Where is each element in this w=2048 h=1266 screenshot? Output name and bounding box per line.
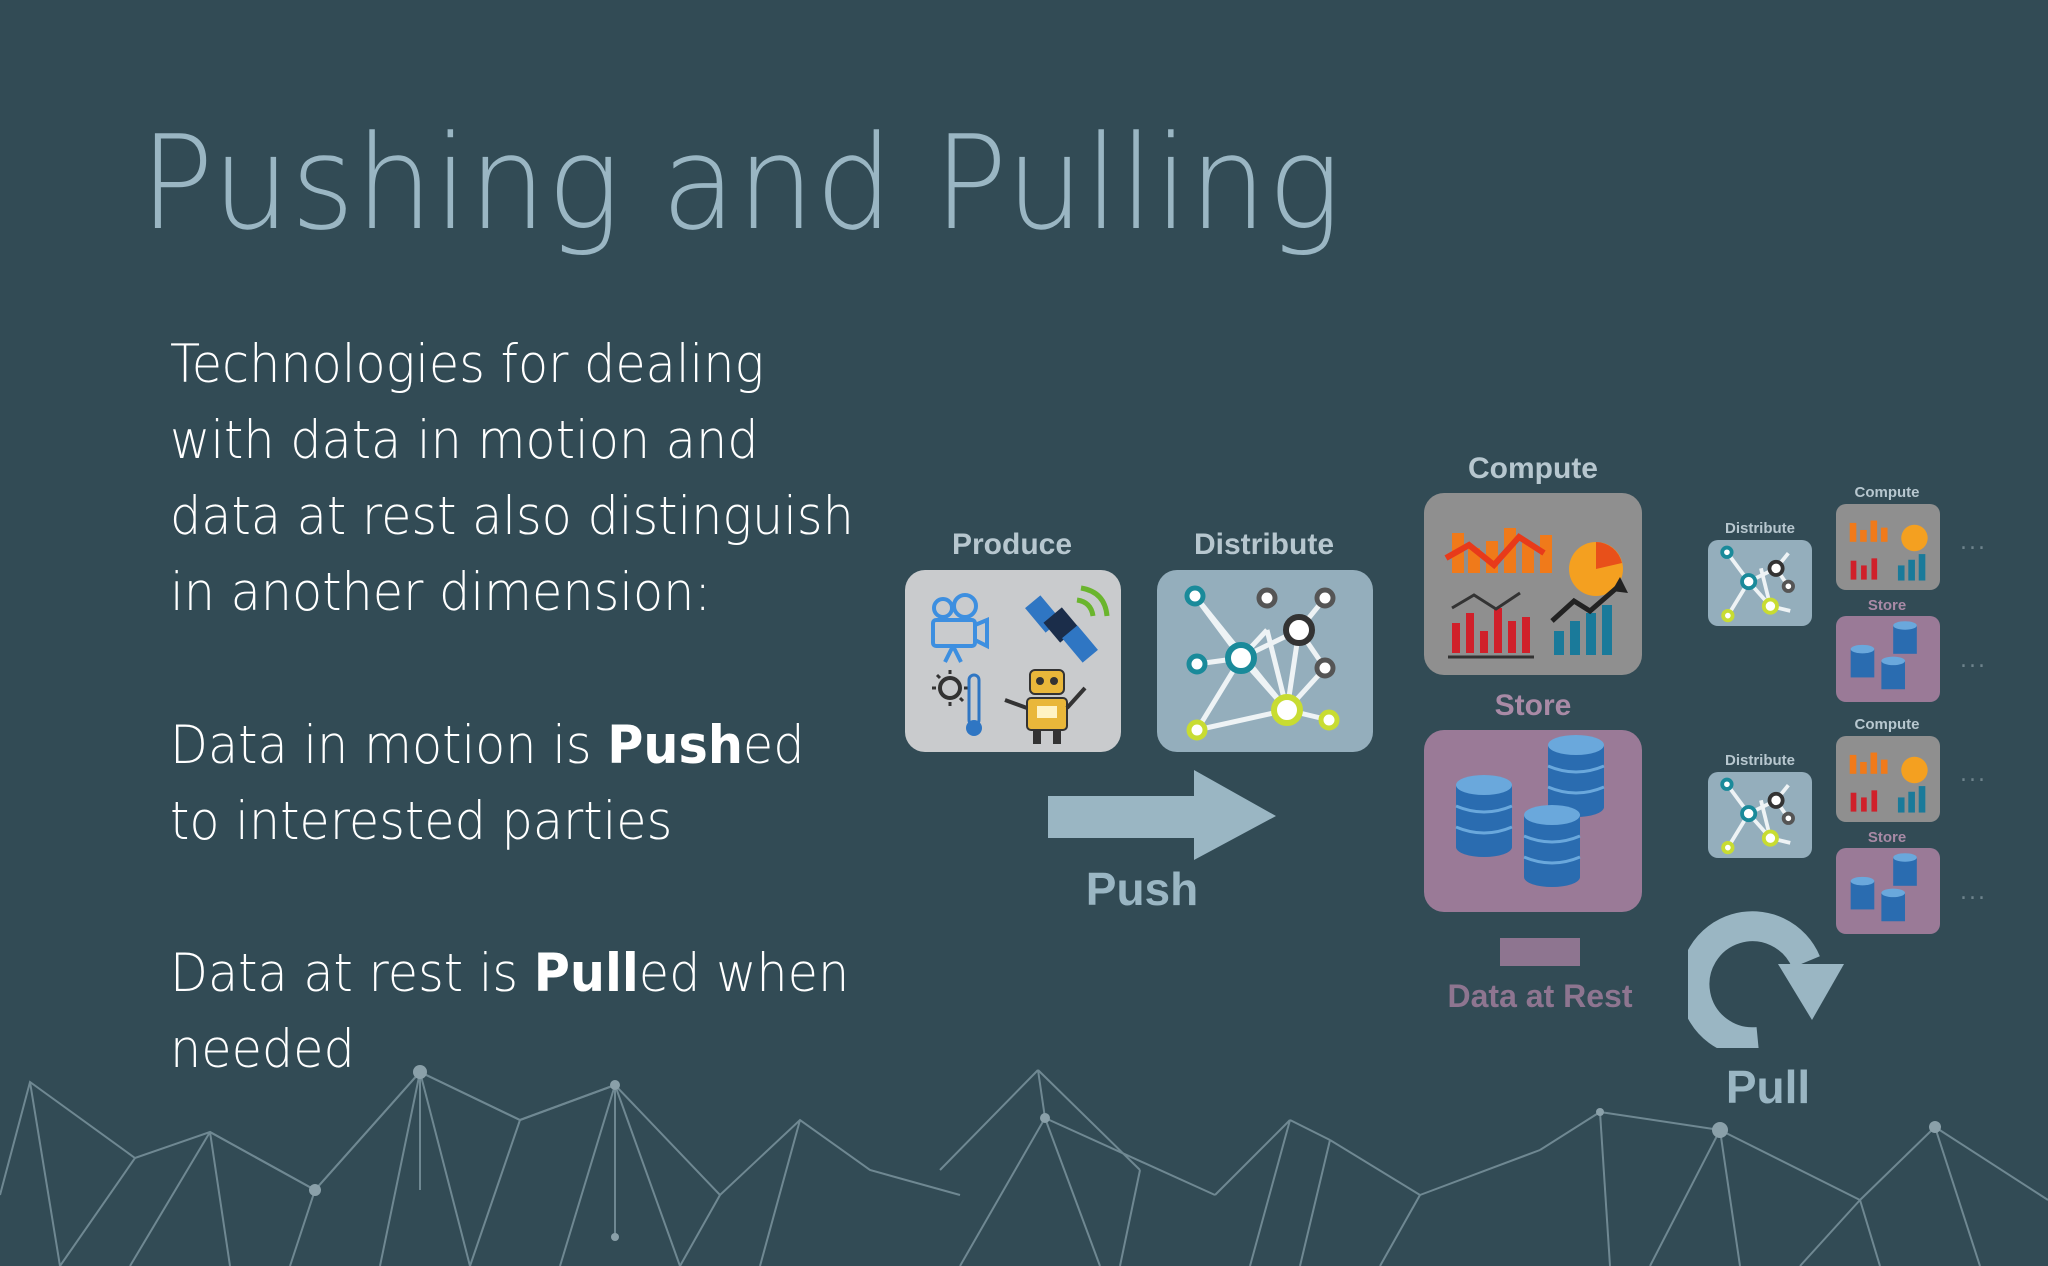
page-title: Pushing and Pulling [140, 107, 1342, 259]
pull-label: Pull [1725, 1061, 1811, 1113]
distribute-box [1157, 570, 1373, 752]
intro-line-1: Technologies for dealing [170, 334, 765, 395]
analytics-charts-icon [1849, 520, 1928, 581]
database-icon [1547, 735, 1605, 817]
pull-keyword: Pull [533, 943, 639, 1004]
pull-line-1-suffix: ed when [638, 943, 850, 1004]
data-at-rest-bar [1500, 938, 1580, 966]
mini-compute-box-2 [1836, 736, 1940, 822]
mini-compute-box-1 [1836, 504, 1940, 590]
analytics-charts-icon [1849, 752, 1928, 813]
mini-store-label-2: Store [1867, 829, 1907, 846]
mini-distribute-box-2 [1708, 772, 1812, 858]
ellipsis: ... [1960, 530, 1987, 555]
intro-paragraph: Technologies for dealing with data in mo… [170, 327, 854, 631]
push-line-1-suffix: ed [742, 715, 805, 776]
ellipsis: ... [1960, 880, 1987, 905]
push-label: Push [1085, 863, 1199, 915]
push-line-2: to interested parties [170, 791, 673, 852]
distribute-label: Distribute [1193, 528, 1335, 561]
intro-line-2: with data in motion and [170, 410, 759, 471]
pull-paragraph: Data at rest is Pulled when needed [170, 936, 849, 1088]
mini-distribute-label-1: Distribute [1724, 520, 1796, 537]
store-box [1424, 730, 1642, 912]
analytics-charts-icon [1444, 528, 1628, 659]
robot-icon [1004, 669, 1087, 744]
pull-line-2: needed [170, 1019, 355, 1080]
mini-compute-label-2: Compute [1854, 716, 1920, 733]
mini-store-box-2 [1836, 848, 1940, 934]
mini-compute-label-1: Compute [1854, 484, 1920, 501]
push-line-1: Data in motion is Pushed [170, 708, 805, 784]
produce-box [905, 570, 1121, 752]
database-icon [1523, 805, 1581, 887]
ellipsis: ... [1960, 648, 1987, 673]
produce-label: Produce [951, 528, 1073, 561]
network-graph-icon [1720, 545, 1795, 623]
push-keyword: Push [607, 715, 743, 776]
mini-store-label-1: Store [1867, 597, 1907, 614]
intro-line-4: in another dimension: [170, 562, 711, 623]
thermometer-icon [932, 670, 982, 736]
network-graph-icon [1720, 777, 1795, 855]
compute-label: Compute [1468, 452, 1598, 485]
push-arrow-icon [1048, 770, 1276, 860]
database-cylinders-icon [1850, 621, 1917, 690]
database-cylinders-icon [1850, 853, 1917, 922]
data-at-rest-label: Data at Rest [1447, 978, 1633, 1014]
push-line-1-prefix: Data in motion is [170, 715, 608, 776]
pull-line-1: Data at rest is Pulled when [170, 936, 849, 1012]
mini-distribute-box-1 [1708, 540, 1812, 626]
produce-sources-icon [931, 585, 1110, 744]
push-paragraph: Data in motion is Pushed to interested p… [170, 708, 805, 860]
network-graph-icon [1184, 585, 1340, 741]
ellipsis: ... [1960, 762, 1987, 787]
database-icon [1455, 775, 1513, 857]
satellite-icon [1025, 585, 1110, 663]
intro-line-3: data at rest also distinguish [170, 486, 854, 547]
pull-line-1-prefix: Data at rest is [170, 943, 534, 1004]
mini-store-box-1 [1836, 616, 1940, 702]
compute-box [1424, 493, 1642, 675]
database-cylinders-icon [1455, 735, 1605, 887]
pull-circular-arrow-icon [1688, 911, 1844, 1048]
store-label: Store [1494, 689, 1572, 722]
video-camera-icon [931, 593, 989, 663]
mini-distribute-label-2: Distribute [1724, 752, 1796, 769]
